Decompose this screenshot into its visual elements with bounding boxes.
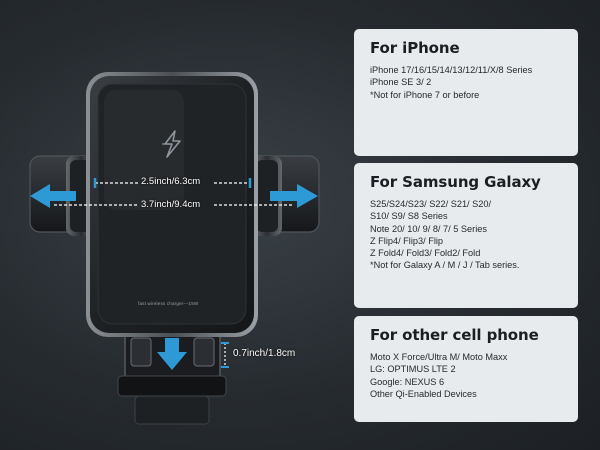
right-arrow-icon	[270, 184, 318, 208]
list-item: *Not for Galaxy A / M / J / Tab series.	[370, 260, 520, 271]
list-item: LG: OPTIMUS LTE 2	[370, 364, 456, 375]
panel-title: For other cell phone	[370, 326, 539, 344]
list-item: iPhone 17/16/15/14/13/12/11/X/8 Series	[370, 65, 533, 75]
phone-holder-illustration	[29, 72, 320, 425]
samsung-compatibility-panel: For Samsung Galaxy S25/S24/S23/ S22/ S21…	[354, 163, 578, 308]
list-item: Z Flip4/ Flip3/ Flip	[370, 235, 444, 246]
list-item: S10/ S9/ S8 Series	[370, 211, 448, 222]
other-phone-compatibility-panel: For other cell phone Moto X Force/Ultra …	[354, 316, 578, 422]
panel-title: For iPhone	[370, 39, 460, 57]
list-item: S25/S24/S23/ S22/ S21/ S20/	[370, 199, 492, 209]
height-line	[221, 342, 229, 368]
inner-width-label: 2.5inch/6.3cm	[141, 176, 201, 187]
lightning-bolt-icon	[162, 130, 181, 158]
panel-title: For Samsung Galaxy	[370, 173, 541, 191]
outer-width-label: 3.7inch/9.4cm	[141, 199, 201, 210]
list-item: Z Fold4/ Fold3/ Fold2/ Fold	[370, 248, 481, 259]
bottom-height-label: 0.7inch/1.8cm	[233, 348, 296, 359]
list-item: Note 20/ 10/ 9/ 8/ 7/ 5 Series	[370, 223, 487, 234]
iphone-compatibility-panel: For iPhone iPhone 17/16/15/14/13/12/11/X…	[354, 29, 578, 156]
list-item: Other Qi-Enabled Devices	[370, 388, 477, 399]
down-arrow-icon	[157, 338, 187, 370]
list-item: Google: NEXUS 6	[370, 376, 445, 387]
charger-label: fast wireless charger---15W	[138, 301, 199, 306]
list-item: Moto X Force/Ultra M/ Moto Maxx	[370, 352, 508, 362]
list-item: *Not for iPhone 7 or before	[370, 89, 480, 100]
list-item: iPhone SE 3/ 2	[370, 77, 432, 88]
left-arrow-icon	[30, 184, 76, 208]
charger-body	[86, 72, 258, 337]
bottom-clip	[117, 329, 227, 425]
inner-width-line	[93, 178, 252, 188]
